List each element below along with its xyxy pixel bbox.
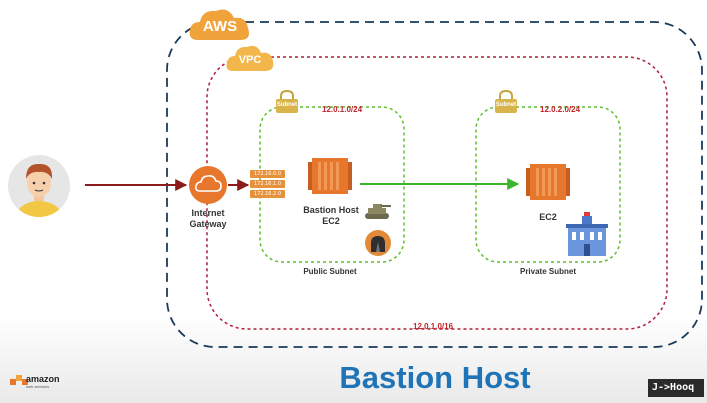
internet-gateway-icon <box>189 166 227 204</box>
vpc-cloud-badge: VPC <box>225 43 275 73</box>
public-subnet-lock-label: Subnet <box>276 102 298 108</box>
cloud-icon <box>189 9 249 40</box>
vpc-cidr: 12.0.1.0/16 <box>413 322 454 331</box>
tank-icon <box>362 198 392 222</box>
public-subnet-lock-icon: Subnet <box>275 89 299 114</box>
avatar <box>8 155 70 217</box>
aws-label: AWS <box>202 17 238 35</box>
aws-cubes-icon <box>10 375 28 385</box>
aws-logo: amazon web services <box>8 373 68 395</box>
public-subnet-cidr: 12.0.1.0/24 <box>322 105 363 114</box>
ec2-icon <box>526 164 570 200</box>
private-subnet-label: Private Subnet <box>519 267 576 276</box>
aws-logo-text: amazon <box>26 374 60 384</box>
aws-cloud-badge: AWS <box>188 6 252 42</box>
gateway-label-line2: Gateway <box>189 219 227 229</box>
ec2-icon <box>308 158 352 194</box>
route-entry: 172.16.0.0 <box>250 170 285 178</box>
building-icon <box>564 210 610 258</box>
lock-icon <box>276 89 298 113</box>
cloud-icon <box>226 45 274 71</box>
public-subnet-label: Public Subnet <box>303 267 357 276</box>
person-avatar-icon <box>17 163 61 217</box>
private-subnet-cidr: 12.0.2.0/24 <box>540 105 581 114</box>
tunnel-icon <box>365 230 391 256</box>
lock-icon <box>495 89 517 113</box>
private-subnet-lock-label: Subnet <box>495 102 517 108</box>
vpc-label: VPC <box>238 54 262 66</box>
bastion-ec2-icon <box>308 154 352 198</box>
aws-logo-subtext: web services <box>26 384 50 389</box>
private-subnet-lock-icon: Subnet <box>494 89 518 114</box>
brand-badge: J->Hooq <box>648 379 704 397</box>
route-entry: 172.16.2.0 <box>250 190 285 198</box>
gateway-label-line1: Internet <box>191 208 225 218</box>
private-ec2-label: EC2 <box>539 212 557 222</box>
bastion-host-label: Bastion Host <box>303 205 359 215</box>
cloud-icon <box>195 175 222 192</box>
route-entry: 172.16.1.0 <box>250 180 285 188</box>
bastion-ec2-label: EC2 <box>322 216 340 226</box>
private-ec2-icon <box>526 160 570 204</box>
page-title: Bastion Host <box>339 360 531 395</box>
